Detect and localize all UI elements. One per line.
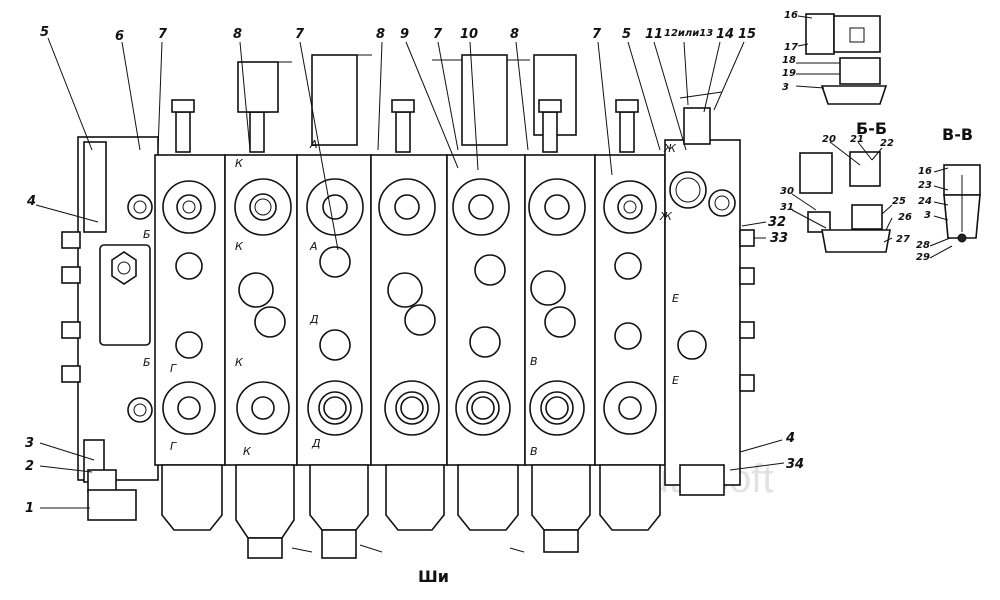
- mark-v-2: В: [530, 445, 538, 458]
- leader-lines: [35, 37, 785, 509]
- callout-6: 6: [115, 29, 124, 44]
- callout-top-8a: 8: [233, 27, 242, 42]
- figure-caption: Ши: [418, 567, 449, 586]
- callout-34: 34: [786, 457, 804, 472]
- callout-32: 32: [768, 215, 786, 230]
- right-end-plate: [664, 107, 755, 496]
- mark-k-2: К: [235, 240, 244, 253]
- callout-2: 2: [25, 459, 34, 474]
- top-ports: [162, 178, 657, 236]
- inset-top: [795, 13, 888, 105]
- bottom-caps: [161, 464, 661, 559]
- mark-d-1: Д: [309, 313, 319, 326]
- bb-callout-30: 30: [780, 186, 794, 197]
- inset-callout-19: 19: [782, 68, 796, 79]
- mark-a-2: А: [309, 240, 318, 253]
- vv-callout-23: 23: [918, 180, 932, 191]
- mark-g-2: Г: [170, 440, 177, 453]
- top-fittings: [171, 54, 723, 153]
- valve-sections: [154, 154, 666, 466]
- mark-a-1: А: [309, 138, 318, 151]
- callout-top-15: 15: [738, 27, 756, 42]
- callout-top-11: 11: [645, 27, 663, 42]
- callout-top-7c: 7: [433, 27, 443, 42]
- vv-callout-24: 24: [918, 196, 932, 207]
- callout-4-left: 4: [26, 194, 36, 209]
- bb-callout-27: 27: [896, 234, 910, 245]
- mark-b-bottom: Б: [143, 356, 151, 369]
- section-bb-title: Б-Б: [856, 119, 887, 138]
- inset-section-vv: [929, 164, 981, 259]
- bb-callout-20: 20: [822, 134, 836, 145]
- middle-ports: [175, 246, 642, 361]
- mark-e-2: Е: [672, 374, 679, 387]
- mark-zh-1: Ж: [663, 142, 677, 155]
- callout-33: 33: [770, 231, 788, 246]
- callout-top-8c: 8: [510, 27, 519, 42]
- left-end-plate: [61, 136, 159, 521]
- bb-callout-31: 31: [780, 202, 794, 213]
- section-marks: Б Б К К К К А А Д Д Г Г В В Е Е Ж Ж: [143, 138, 679, 458]
- inset-callout-17: 17: [784, 42, 798, 53]
- mark-b-top: Б: [143, 228, 151, 241]
- inset-callout-3: 3: [782, 82, 789, 93]
- inset-callout-16: 16: [784, 10, 798, 21]
- callout-top-8b: 8: [376, 27, 385, 42]
- callout-top-9: 9: [400, 27, 409, 42]
- mark-g-1: Г: [170, 362, 177, 375]
- mark-k-4: К: [243, 445, 252, 458]
- mark-v-1: В: [530, 355, 538, 368]
- mark-k-1: К: [235, 157, 244, 170]
- callout-top-14: 14: [716, 27, 734, 42]
- bb-callout-21: 21: [850, 134, 864, 145]
- mark-e-1: Е: [672, 292, 679, 305]
- bottom-ports: [162, 380, 657, 436]
- callout-3: 3: [25, 436, 34, 451]
- callout-4-right: 4: [785, 431, 795, 446]
- callout-top-7b: 7: [295, 27, 305, 42]
- vv-callout-3: 3: [924, 210, 931, 221]
- callout-top-7d: 7: [592, 27, 602, 42]
- callout-1: 1: [25, 501, 34, 516]
- callout-top-5: 5: [622, 27, 631, 42]
- inset-callout-18: 18: [782, 55, 796, 66]
- callout-top-7a: 7: [158, 27, 168, 42]
- mark-zh-2: Ж: [659, 210, 673, 223]
- section-vv-title: В-В: [942, 125, 973, 144]
- inset-labels: 16 17 18 19 3 Б-Б 20 21 22 30 31 25 26 2…: [780, 10, 973, 263]
- mark-d-2: Д: [311, 437, 321, 450]
- mark-k-3: К: [235, 356, 244, 369]
- vv-callout-16: 16: [918, 166, 932, 177]
- vv-callout-28: 28: [916, 240, 930, 251]
- bb-callout-25: 25: [892, 196, 906, 207]
- callout-5-left: 5: [40, 25, 49, 40]
- bb-callout-22: 22: [880, 138, 894, 149]
- inset-section-bb: [791, 141, 893, 253]
- callout-top-10: 10: [460, 27, 478, 42]
- callout-labels: 5 6 4 3 2 1 7 8 7 8 9 7 10 8 7 5 11 12ил…: [25, 25, 804, 516]
- callout-top-12or13: 12или13: [664, 28, 713, 39]
- bb-callout-26: 26: [898, 212, 912, 223]
- vv-callout-29: 29: [916, 252, 930, 263]
